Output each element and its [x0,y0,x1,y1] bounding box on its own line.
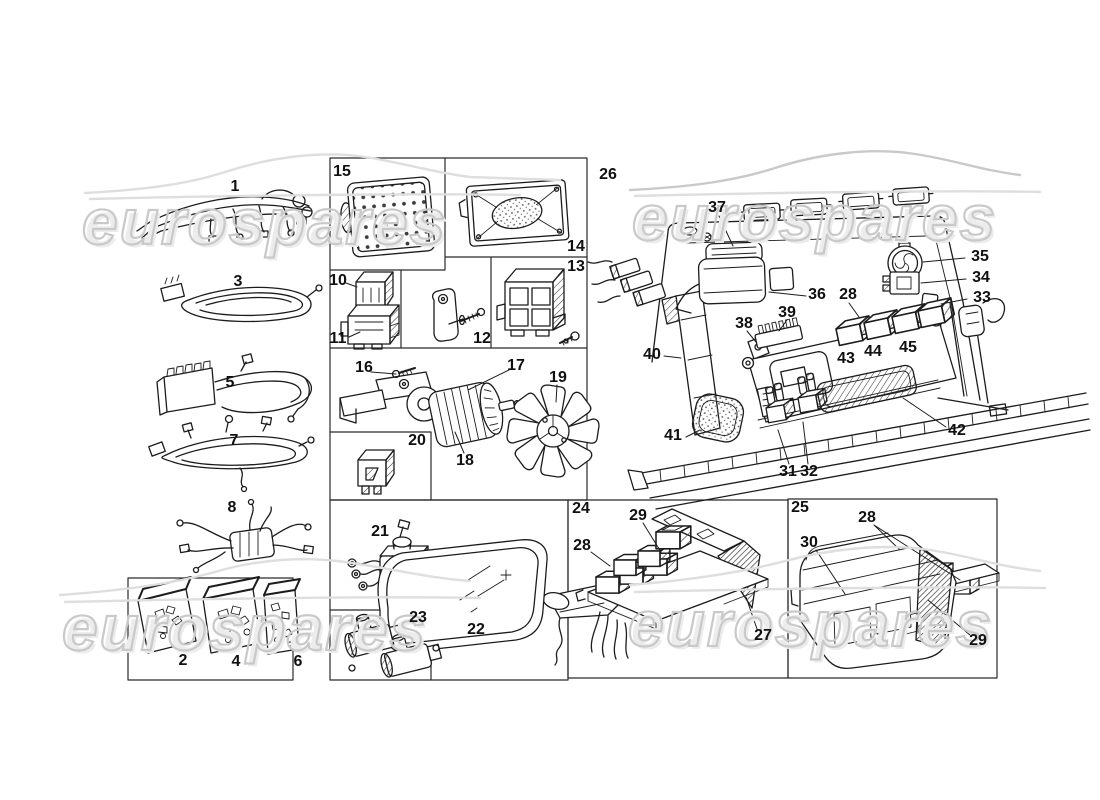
part-callout-28: 28 [573,537,591,554]
part-callout-16: 16 [355,359,373,376]
part-16-screw-drawing [391,367,416,379]
part-callout-19: 19 [549,369,567,386]
part-callout-38: 38 [735,315,753,332]
part-10-relay-connector-drawing [355,271,394,318]
part-callout-30: 30 [800,534,818,551]
part-callout-24: 24 [572,500,590,517]
part-callout-39: 39 [778,304,796,321]
part-19-fan-wheel-drawing [506,384,600,478]
part-callout-35: 35 [971,248,989,265]
part-callout-15: 15 [333,163,351,180]
part-callout-29: 29 [969,632,987,649]
mounting-rails-drawing [627,302,1091,510]
part-callout-23: 23 [409,609,427,626]
part-callout-25: 25 [791,499,809,516]
part-callout-29: 29 [629,507,647,524]
part-callout-45: 45 [895,339,921,357]
part-callout-5: 5 [225,374,235,391]
part-36-control-unit-drawing [675,241,795,314]
part-callout-37: 37 [708,199,726,216]
part-callout-21: 21 [371,523,389,540]
part-callout-12: 12 [473,330,491,347]
part-callout-44: 44 [860,343,886,361]
part-callout-31: 31 [779,463,797,480]
bulkhead-panel-drawing [651,215,981,401]
part-callout-28: 28 [839,286,857,303]
part-callout-36: 36 [808,286,826,303]
part-callout-18: 18 [456,452,474,469]
part-1-wiring-harness-drawing [136,189,313,243]
part-callout-13: 13 [567,258,585,275]
part-callout-34: 34 [972,269,990,286]
part-callout-20: 20 [408,432,426,449]
part-callout-4: 4 [231,653,241,670]
part-20-relay-drawing [357,449,395,495]
part-callout-43: 43 [833,350,859,368]
part-11-relay-drawing [340,304,400,350]
part-callout-11: 11 [329,330,347,347]
part-34-switch-drawing [882,271,920,295]
callout-leader-lines [345,215,971,636]
part-callout-26: 26 [599,166,617,183]
part-callout-1: 1 [230,178,240,195]
part-callout-27: 27 [754,627,772,644]
part-callout-32: 32 [800,463,818,480]
part-41-pouch-drawing [691,393,745,443]
part-callout-17: 17 [507,357,525,374]
part-13-control-unit-drawing [496,268,580,346]
part-23-solenoid-valves-drawing [344,613,443,678]
part-callout-28: 28 [858,509,876,526]
part-callout-33: 33 [973,289,991,306]
part-5-wiring-harness-drawing [156,353,313,423]
part-callout-7: 7 [229,432,239,449]
left-connector-bundle-drawing [587,257,666,307]
part-callout-42: 42 [948,422,966,439]
part-18-motor-drawing [406,382,521,448]
part-7-wiring-harness-drawing [148,414,315,493]
part-3-wiring-loom-drawing [160,274,323,323]
part-callout-10: 10 [329,272,347,289]
part-callout-3: 3 [233,273,243,290]
part-callout-14: 14 [567,238,585,255]
part-callout-8: 8 [227,499,237,516]
part-callout-41: 41 [664,427,682,444]
part-callout-40: 40 [643,346,661,363]
part-callout-2: 2 [178,652,188,669]
part-12-bracket-pin-drawing [431,288,486,342]
part-callout-22: 22 [467,621,485,638]
part-callout-6: 6 [293,653,303,670]
